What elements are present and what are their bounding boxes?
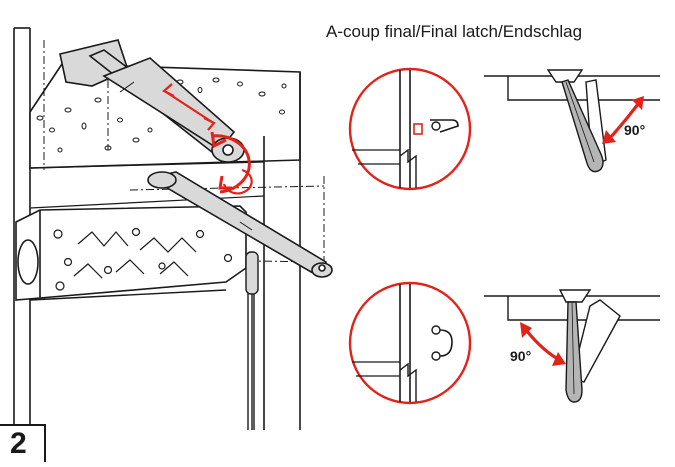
- step-number: 2: [10, 427, 27, 460]
- support-rod: [245, 251, 259, 430]
- latch-detail-circle-top: [348, 67, 472, 191]
- rotate-arrow-icon: [210, 131, 253, 195]
- diagram-caption: A-coup final/Final latch/Endschlag: [326, 22, 583, 41]
- arm-position-bottom: [484, 289, 660, 403]
- step-number-box: 2: [0, 424, 46, 462]
- double-arrow-icon: [162, 83, 216, 131]
- closer-arm: [147, 171, 333, 278]
- angle-label-top: 90°: [624, 122, 646, 138]
- closer-body: [15, 205, 247, 301]
- latch-detail-circle-bottom: [348, 281, 472, 405]
- arm-position-top: [484, 69, 660, 173]
- upper-arm: [59, 39, 245, 163]
- angle-label-bottom: 90°: [510, 348, 532, 364]
